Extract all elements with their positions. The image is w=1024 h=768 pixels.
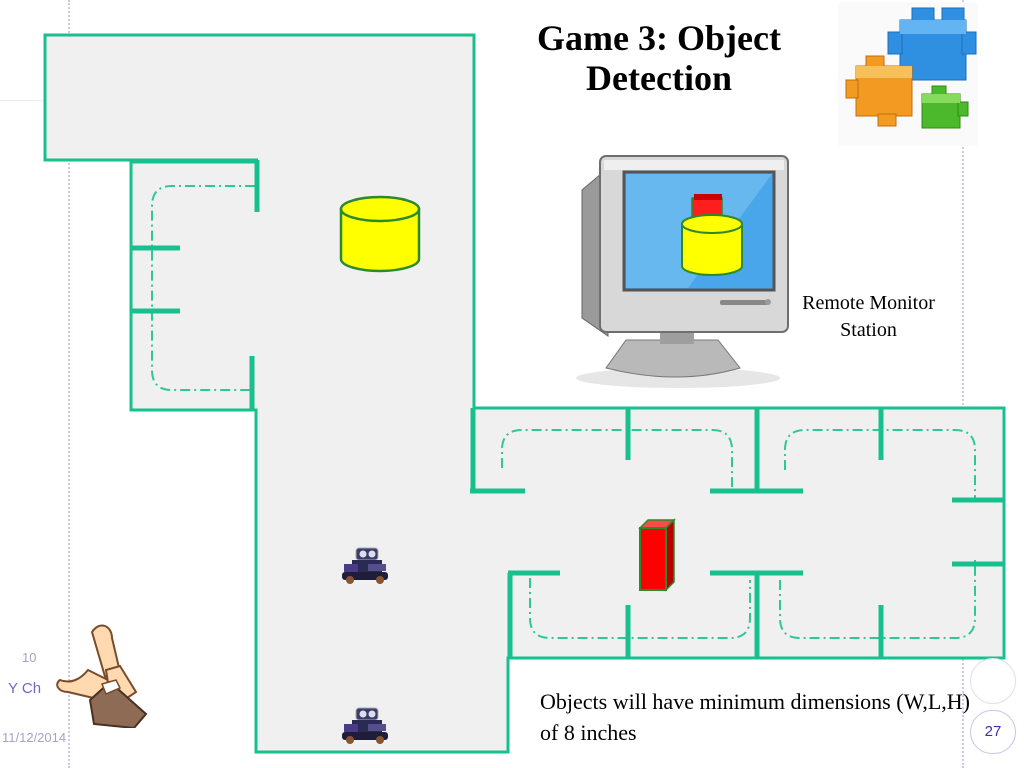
- page-number: 27: [970, 710, 1016, 754]
- slide-title: Game 3: Object Detection: [537, 18, 781, 98]
- monitor-station-label: Remote Monitor Station: [802, 292, 935, 341]
- footer-date: 11/12/2014: [2, 730, 67, 745]
- clapping-hands-icon: [56, 624, 148, 728]
- yellow-cylinder-object: [339, 195, 421, 273]
- robot-icon: [342, 547, 388, 584]
- monitor-yellow-cylinder: [681, 214, 743, 276]
- robot-path: [151, 185, 976, 639]
- guide-line-top: [0, 100, 44, 101]
- computer-monitor-icon: [576, 155, 789, 388]
- page-badge-decoration: [970, 658, 1016, 704]
- arena-walls: [131, 158, 1004, 658]
- puzzle-blocks-logo: [838, 2, 978, 146]
- object-dimensions-caption: Objects will have minimum dimensions (W,…: [540, 689, 970, 745]
- guide-line-left: [68, 0, 70, 768]
- footer-author: Y Ch: [8, 680, 42, 697]
- red-box-object: [638, 518, 676, 592]
- robot-icon: [342, 707, 388, 744]
- footer-number: 10: [22, 650, 37, 665]
- guide-line-right: [962, 0, 964, 768]
